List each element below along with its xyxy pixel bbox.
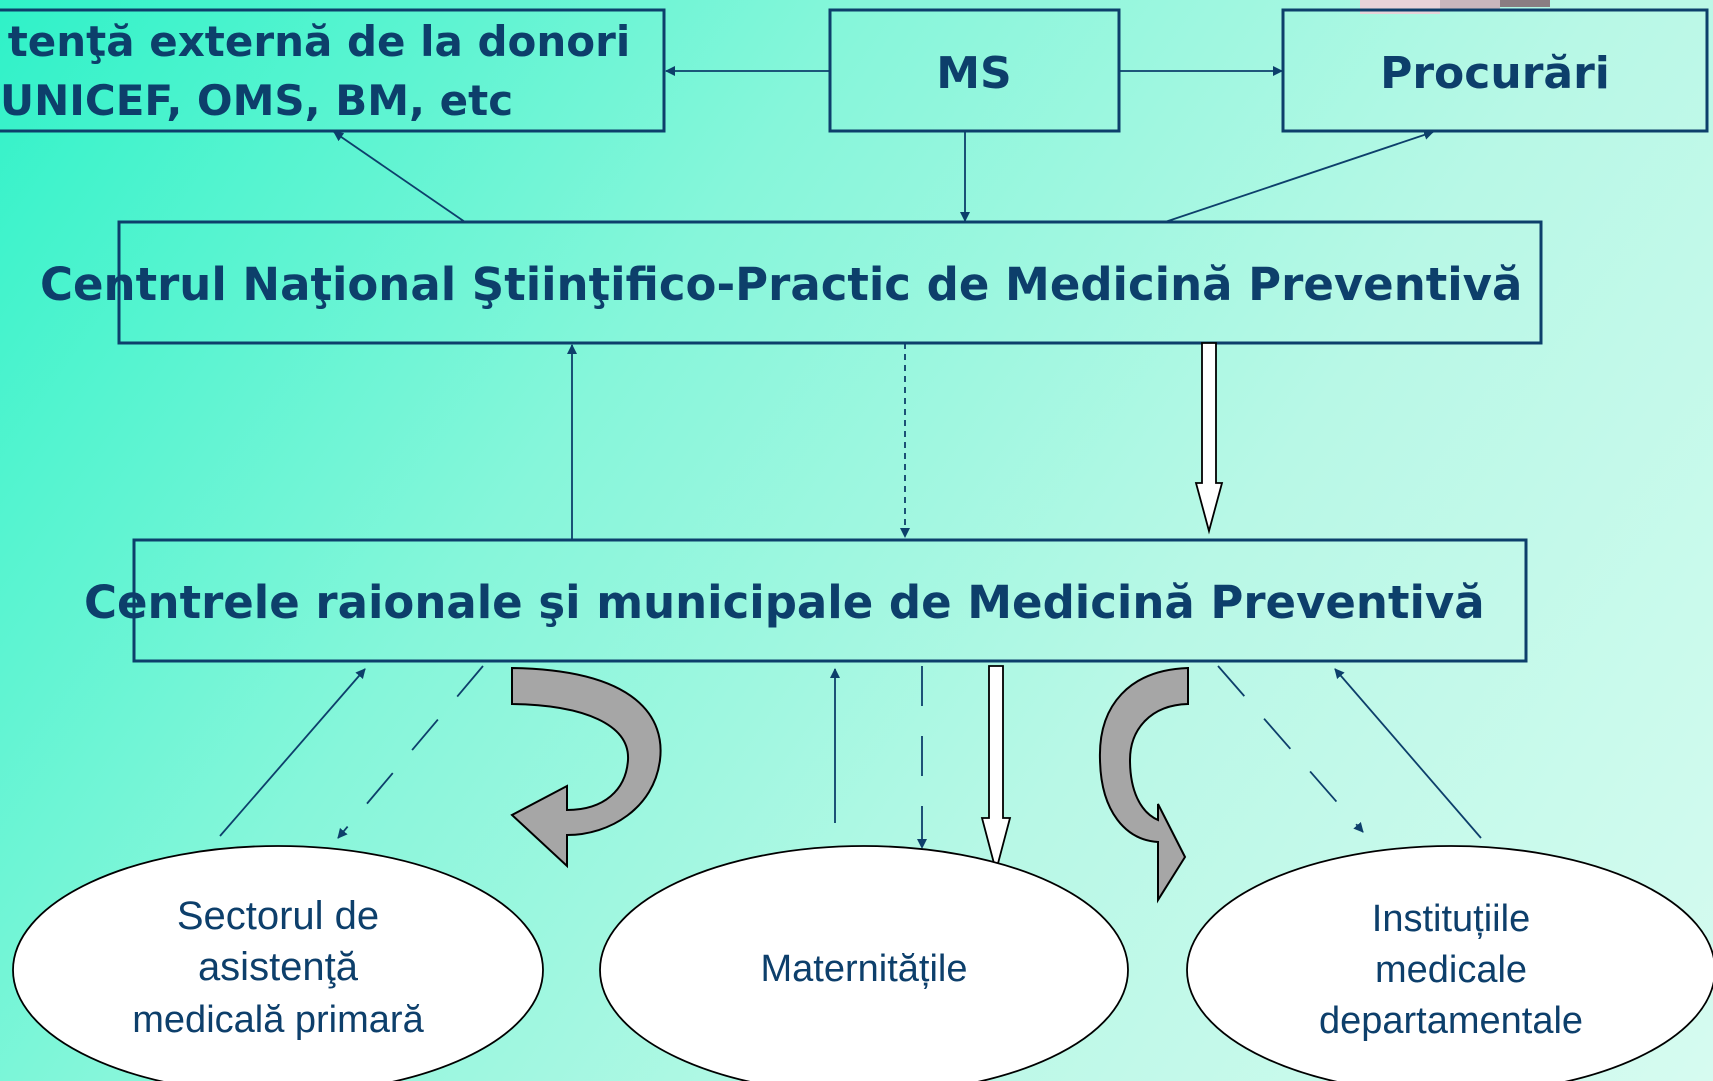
primary-care-line1: Sectorul de (177, 894, 379, 938)
arrow-primary-to-district (219, 668, 366, 837)
district-centers-box: Centrele raionale şi municipale de Medic… (84, 538, 1528, 663)
corner-image-fragment (1360, 0, 1550, 14)
ms-label: MS (936, 48, 1011, 99)
departmental-line2: medicale (1375, 949, 1527, 991)
procurement-label: Procurări (1380, 48, 1610, 99)
dashed-arrow-district-to-departmental (1217, 665, 1364, 833)
dashed-arrow-district-to-primary (337, 665, 484, 839)
donors-line2: UNICEF, OMS, BM, etc (0, 76, 513, 125)
procurement-box: Procurări (1281, 8, 1709, 133)
departmental-oval: Instituțiile medicale departamentale (1186, 845, 1713, 1081)
maternity-oval: Maternitățile (599, 845, 1129, 1081)
arrow-national-to-donors (333, 131, 466, 223)
primary-care-line3: medicală primară (132, 999, 424, 1041)
departmental-line3: departamentale (1319, 1000, 1583, 1042)
donors-box: tenţă externă de la donori UNICEF, OMS, … (0, 8, 666, 133)
curved-arrow-right (1098, 666, 1189, 904)
departmental-line1: Instituțiile (1372, 898, 1530, 940)
national-center-label: Centrul Naţional Ştiinţifico-Practic de … (40, 258, 1522, 311)
maternity-label: Maternitățile (761, 948, 968, 990)
primary-care-line2: asistenţă (198, 945, 359, 989)
donors-line1: tenţă externă de la donori (8, 17, 631, 66)
district-centers-label: Centrele raionale şi municipale de Medic… (84, 576, 1485, 629)
arrow-departmental-to-district (1334, 668, 1482, 839)
ms-box: MS (828, 8, 1121, 133)
block-arrow-district-to-maternity (980, 665, 1012, 875)
block-arrow-national-to-district (1194, 342, 1224, 535)
curved-arrow-left (510, 666, 662, 869)
primary-care-oval: Sectorul de asistenţă medicală primară (12, 845, 544, 1081)
arrow-national-to-procurement (1164, 130, 1434, 223)
national-center-box: Centrul Naţional Ştiinţifico-Practic de … (40, 220, 1543, 345)
